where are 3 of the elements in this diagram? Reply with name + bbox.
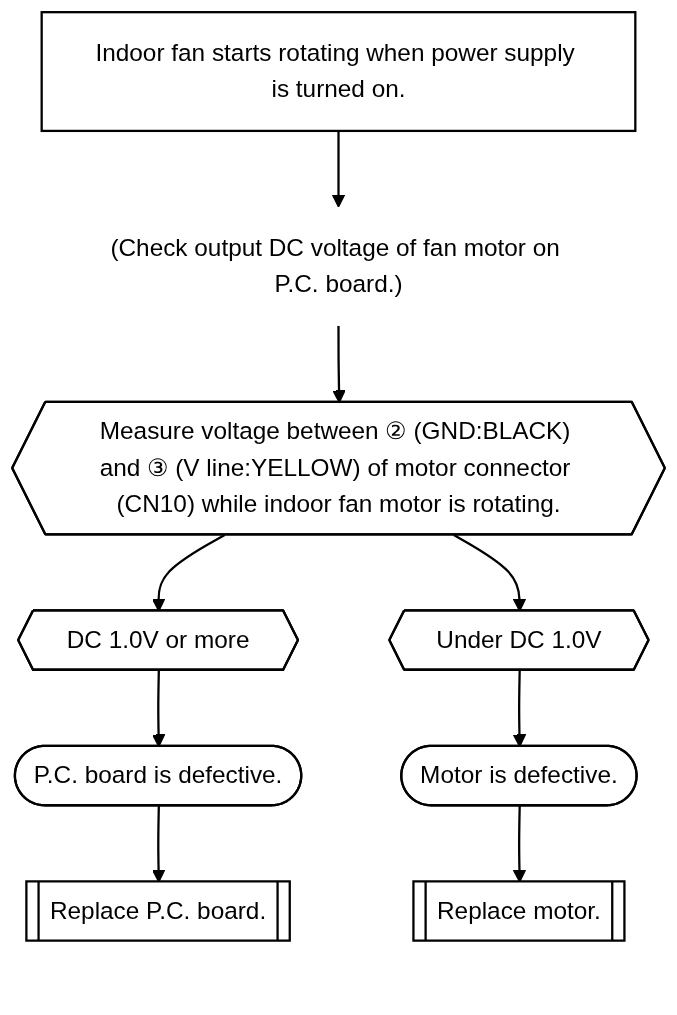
node-text: (Check output DC voltage of fan motor on P.C. board.) (110, 234, 560, 297)
node-box: Indoor fan starts rotating when power supply is turned on. (40, 11, 637, 133)
arrow (331, 130, 346, 208)
